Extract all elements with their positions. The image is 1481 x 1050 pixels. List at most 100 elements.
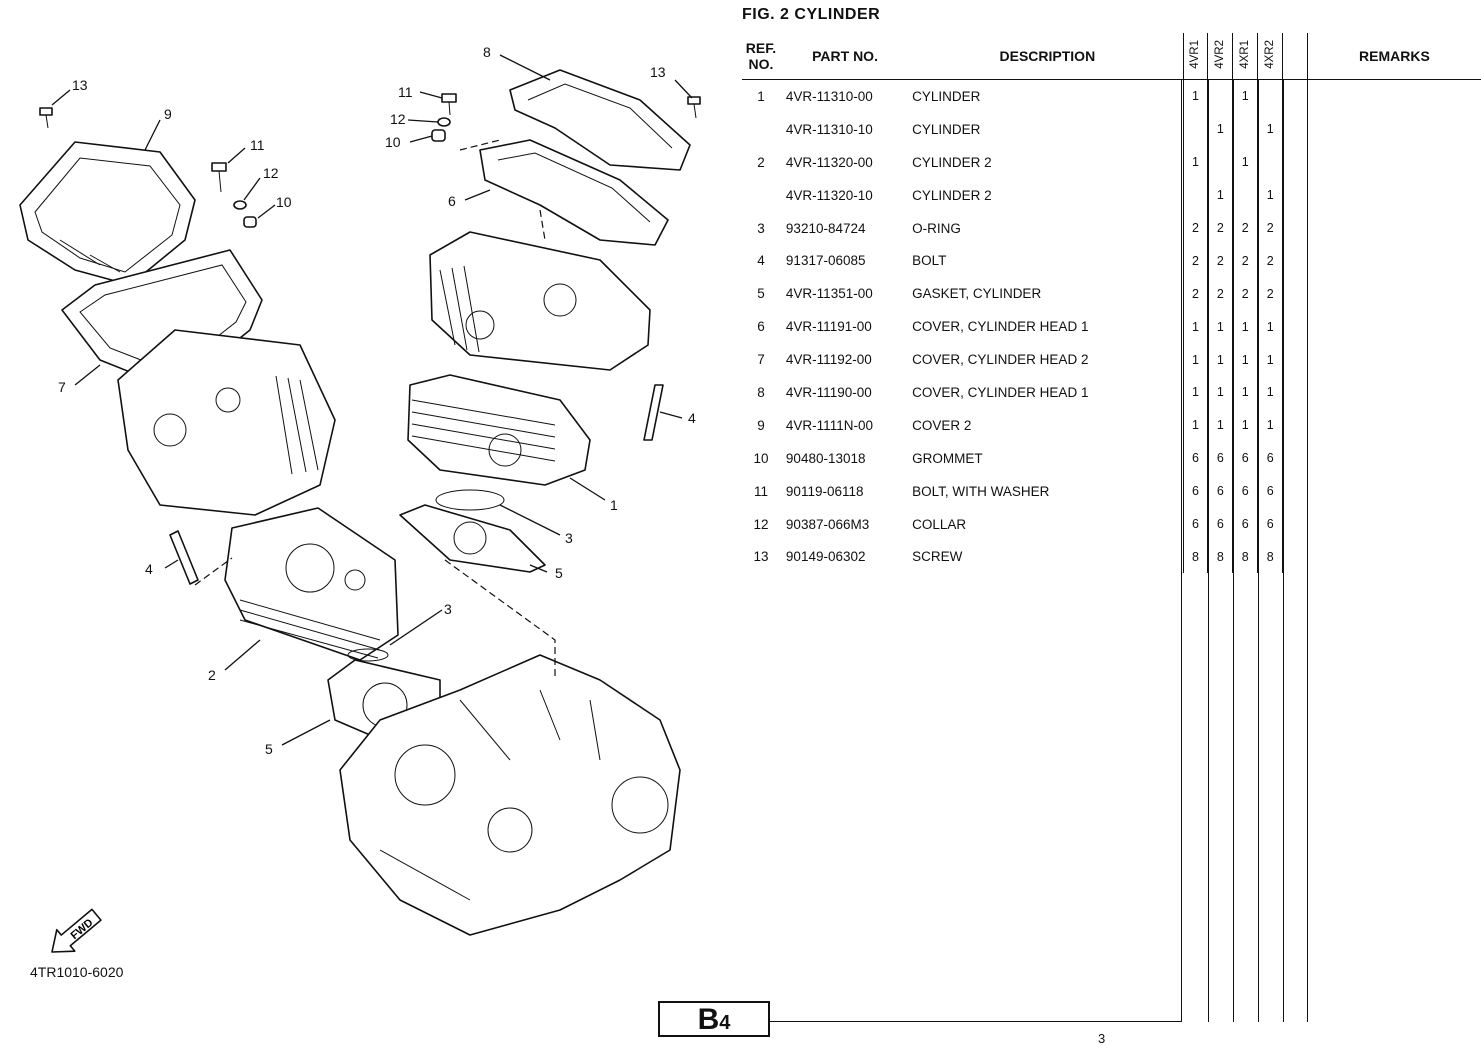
qty-4xr1-cell: 2	[1232, 244, 1258, 278]
description-cell: BOLT	[912, 253, 947, 269]
ref-no-cell: 13	[753, 549, 769, 565]
description-cell: COVER, CYLINDER HEAD 1	[912, 319, 1089, 335]
part-no-cell: 90480-13018	[785, 450, 866, 466]
qty-4vr1-cell: 1	[1182, 145, 1208, 179]
callout-4-left: 4	[145, 561, 153, 577]
callout-1: 1	[610, 497, 618, 513]
left-cylinder-head-illustration	[117, 329, 336, 516]
qty-4vr2-cell: 1	[1207, 376, 1233, 409]
remarks-cell	[1306, 211, 1481, 245]
page-number: 3	[1098, 1031, 1106, 1046]
remarks-cell	[1306, 145, 1481, 179]
description-cell: O-RING	[912, 220, 961, 236]
callout-6: 6	[448, 193, 456, 209]
description-cell: CYLINDER	[912, 121, 981, 137]
qty-4vr2-cell: 1	[1207, 343, 1233, 377]
qty-4xr1-cell: 2	[1232, 277, 1258, 311]
description-cell: COVER 2	[912, 417, 972, 433]
qty-4xr2-cell: 2	[1257, 244, 1283, 278]
blank-cell	[1282, 145, 1308, 179]
blank-cell	[1282, 112, 1308, 146]
part-no-cell: 4VR-11320-10	[785, 187, 873, 203]
blank-cell	[1282, 441, 1308, 475]
qty-4xr2-cell: 8	[1257, 540, 1283, 574]
remarks-cell	[1306, 408, 1481, 442]
qty-4vr1-cell: 6	[1182, 507, 1208, 541]
qty-4xr2-cell: 1	[1257, 408, 1283, 442]
qty-4xr1-cell: 8	[1232, 540, 1258, 574]
footer-rule	[770, 1021, 1181, 1022]
description-cell: CYLINDER 2	[912, 187, 992, 203]
part-no-cell: 4VR-11320-00	[785, 154, 873, 170]
blank-cell	[1282, 376, 1308, 409]
remarks-cell	[1306, 79, 1481, 113]
description-cell: COVER, CYLINDER HEAD 1	[912, 384, 1089, 400]
remarks-cell	[1306, 376, 1481, 409]
ref-no-cell: 9	[757, 417, 765, 433]
ref-no-cell: 12	[753, 516, 769, 532]
remarks-cell	[1306, 277, 1481, 311]
header-ref-line2: NO.	[748, 56, 774, 72]
remarks-cell	[1306, 310, 1481, 344]
blank-cell	[1282, 507, 1308, 541]
exploded-parts-diagram: 13 9 11 12 10 7 4 2 5 8 13 11 12 10 6 4 …	[0, 0, 730, 1000]
ref-no-cell: 10	[753, 450, 769, 466]
header-model-4xr2: 4XR2	[1257, 33, 1283, 80]
callout-2: 2	[208, 667, 216, 683]
remarks-cell	[1306, 507, 1481, 541]
header-model-4vr2: 4VR2	[1207, 33, 1233, 80]
header-ref-line1: REF.	[745, 40, 777, 56]
callout-10-right: 10	[385, 134, 401, 150]
blank-cell	[1282, 408, 1308, 442]
qty-4xr1-cell	[1232, 112, 1258, 146]
qty-4vr1-cell: 1	[1182, 310, 1208, 344]
header-description: DESCRIPTION	[910, 33, 1184, 80]
part-no-cell: 4VR-11310-00	[785, 88, 873, 104]
part-no-cell: 4VR-11310-10	[785, 121, 873, 137]
ref-no-cell: 6	[757, 319, 765, 335]
part-no-cell: 4VR-11191-00	[785, 319, 872, 335]
ref-no-cell: 2	[757, 154, 765, 170]
blank-cell	[1282, 244, 1308, 278]
ref-no-cell: 11	[753, 483, 768, 499]
blank-cell	[1282, 277, 1308, 311]
blank-cell	[1282, 540, 1308, 574]
leader-lines	[51, 54, 693, 746]
section-tag-number: 4	[719, 1012, 731, 1034]
qty-4xr2-cell: 1	[1257, 112, 1283, 146]
qty-4vr1-cell: 2	[1182, 211, 1208, 245]
table-header-row: REF. NO. PART NO. DESCRIPTION 4VR1 4VR2 …	[742, 33, 1481, 80]
qty-4vr1-cell: 1	[1182, 376, 1208, 409]
blank-cell	[1282, 474, 1308, 508]
callout-7: 7	[58, 379, 66, 395]
description-cell: CYLINDER	[912, 88, 981, 104]
header-ref-no: REF. NO.	[742, 33, 780, 80]
description-cell: COVER, CYLINDER HEAD 2	[912, 352, 1089, 368]
qty-4xr1-cell: 2	[1232, 211, 1258, 245]
remarks-cell	[1306, 112, 1481, 146]
blank-cell	[1282, 178, 1308, 212]
illustration-code: 4TR1010-6020	[30, 964, 124, 980]
description-cell: GASKET, CYLINDER	[912, 286, 1042, 302]
qty-4vr1-cell	[1182, 178, 1208, 212]
qty-4vr2-cell: 2	[1207, 277, 1233, 311]
ref-no-cell: 3	[757, 220, 765, 236]
qty-4xr1-cell: 6	[1232, 507, 1258, 541]
qty-4vr2-cell: 8	[1207, 540, 1233, 574]
callout-13-left: 13	[72, 77, 88, 93]
blank-cell	[1282, 79, 1308, 113]
bolt-illustration	[169, 384, 664, 585]
ref-no-cell: 5	[757, 286, 765, 302]
callout-5-right: 5	[555, 565, 563, 581]
qty-4vr1-cell: 6	[1182, 474, 1208, 508]
qty-4xr1-cell: 1	[1232, 408, 1258, 442]
qty-4vr1-cell: 8	[1182, 540, 1208, 574]
qty-4xr2-cell: 2	[1257, 277, 1283, 311]
